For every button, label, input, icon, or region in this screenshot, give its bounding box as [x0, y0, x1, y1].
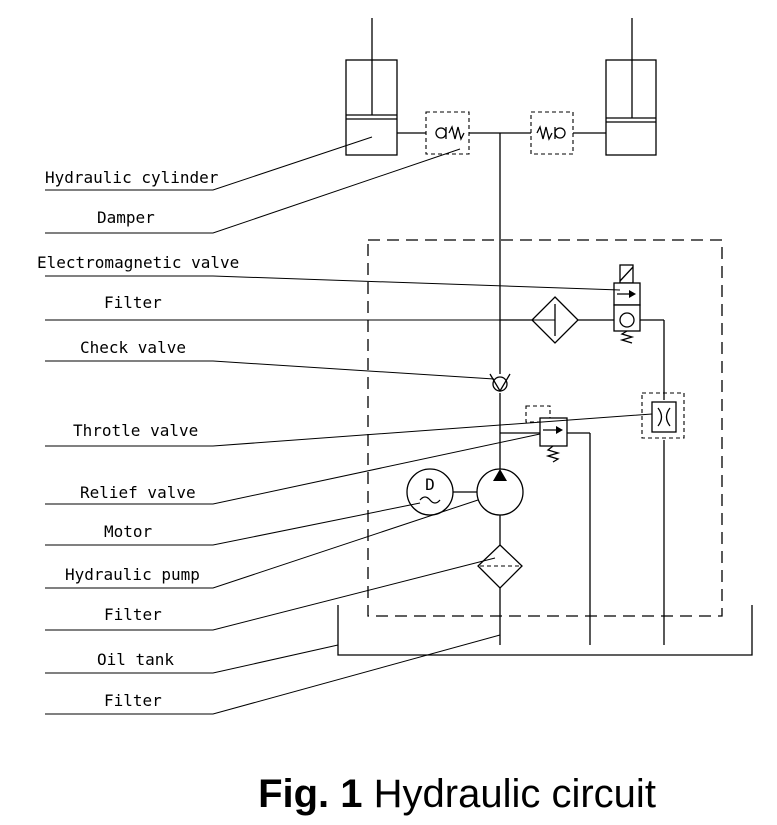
svg-text:Throtle valve: Throtle valve [73, 421, 198, 440]
label-check-valve: Check valve [45, 338, 495, 380]
svg-text:Hydraulic cylinder: Hydraulic cylinder [45, 168, 219, 187]
svg-text:Electromagnetic valve: Electromagnetic valve [37, 253, 239, 272]
label-throtle-valve: Throtle valve [45, 413, 653, 447]
svg-text:Filter: Filter [104, 691, 162, 710]
label-relief-valve: Relief valve [45, 433, 541, 505]
power-unit-boundary [367, 239, 723, 617]
hydraulic-cylinder-right [605, 18, 657, 156]
label-filter-1: Filter [45, 293, 555, 321]
label-motor: Motor [45, 502, 421, 546]
pipe-network [397, 132, 665, 645]
motor: D [406, 468, 477, 516]
figure-caption: Fig. 1 Hydraulic circuit [258, 772, 656, 816]
figure-number: Fig. 1 [258, 772, 362, 816]
svg-text:Filter: Filter [104, 293, 162, 312]
figure-title: Hydraulic circuit [374, 772, 656, 816]
label-damper: Damper [45, 148, 461, 234]
hydraulic-pump [476, 468, 524, 516]
motor-symbol: D [425, 475, 435, 494]
svg-text:Check valve: Check valve [80, 338, 186, 357]
label-oil-tank: Oil tank [45, 644, 339, 674]
svg-text:Filter: Filter [104, 605, 162, 624]
label-filter-2: Filter [45, 557, 496, 631]
filter-lower [477, 544, 523, 589]
check-valve [489, 373, 511, 393]
hydraulic-cylinder-left [345, 18, 398, 156]
throttle-valve [641, 392, 685, 439]
svg-text:Oil tank: Oil tank [97, 650, 174, 669]
label-electromagnetic-valve: Electromagnetic valve [37, 253, 621, 291]
damper-right [530, 111, 574, 155]
svg-text:Relief valve: Relief valve [80, 483, 196, 502]
svg-text:Hydraulic pump: Hydraulic pump [65, 565, 200, 584]
relief-valve [525, 405, 568, 463]
damper-left [425, 111, 470, 155]
figure-spacer [363, 772, 374, 816]
oil-tank [337, 605, 753, 656]
label-hydraulic-cylinder: Hydraulic cylinder [45, 136, 373, 191]
electromagnetic-valve [613, 264, 641, 344]
svg-text:Damper: Damper [97, 208, 155, 227]
label-filter-3: Filter [45, 634, 501, 715]
svg-text:Motor: Motor [104, 522, 153, 541]
label-hydraulic-pump: Hydraulic pump [45, 499, 479, 589]
